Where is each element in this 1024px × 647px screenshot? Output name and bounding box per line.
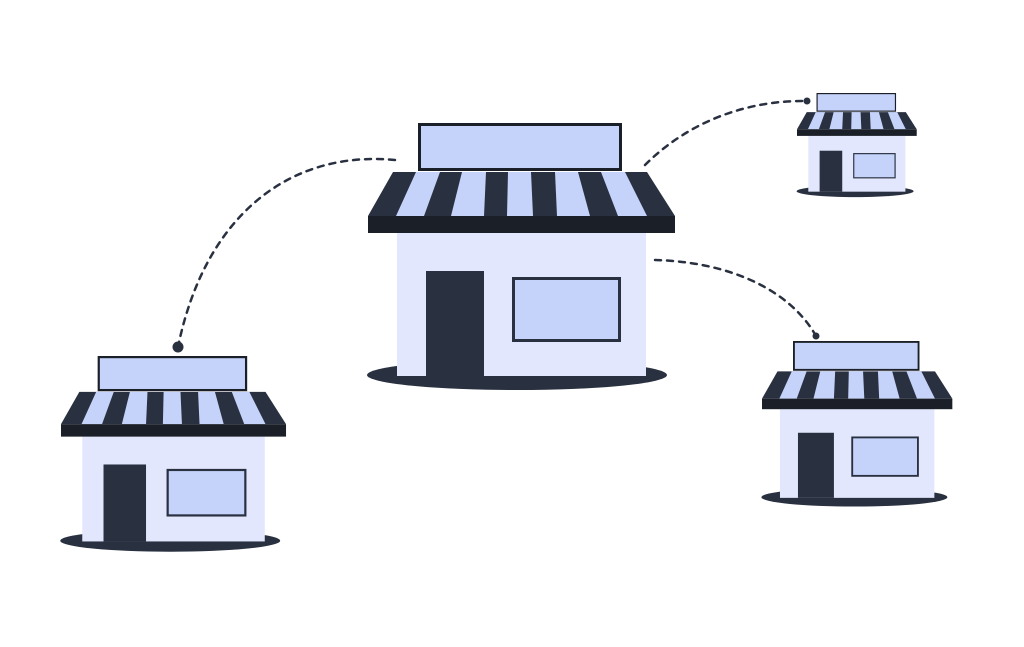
awning-stripe	[555, 172, 590, 216]
left-store	[60, 356, 287, 552]
awning-stripe	[779, 371, 807, 399]
awning-band	[61, 424, 287, 437]
door	[103, 464, 147, 542]
connector-central-to-left	[176, 157, 397, 349]
awning-stripe	[507, 172, 533, 216]
awning-stripe	[231, 391, 266, 425]
awning-stripe	[829, 112, 844, 130]
store-sign	[816, 93, 897, 112]
connector-central-to-bottom-right	[653, 258, 818, 338]
store-sign	[418, 123, 622, 171]
awning-stripe	[813, 371, 836, 399]
shop-window	[512, 277, 621, 342]
awning-stripe	[807, 112, 826, 130]
awning-stripe	[869, 112, 884, 130]
connector-central-to-top-right	[643, 99, 809, 167]
store-sign	[97, 356, 248, 392]
awning-band	[797, 129, 917, 136]
awning-stripe	[198, 391, 224, 425]
door	[426, 271, 484, 376]
shop-window	[166, 468, 247, 517]
awning-stripe	[121, 391, 148, 425]
awning-stripe	[162, 391, 182, 425]
bottom-right-store	[761, 341, 953, 507]
awning-band	[762, 398, 953, 410]
connector-dots	[172, 97, 820, 353]
door	[797, 432, 834, 498]
awning-stripe	[396, 172, 440, 216]
connector-dot-bottom-right	[812, 332, 820, 340]
awning-stripe	[848, 371, 865, 399]
awning-stripe	[906, 371, 935, 399]
connector-dot-top-right	[803, 97, 811, 105]
top-right-store	[796, 93, 917, 198]
awning-band	[368, 216, 675, 233]
awning-stripe	[851, 112, 862, 130]
awning-stripe	[877, 371, 900, 399]
store-sign	[793, 341, 920, 371]
connectors	[176, 99, 818, 349]
door	[819, 150, 843, 192]
connector-dot-left	[172, 341, 184, 353]
awning-stripe	[601, 172, 647, 216]
central-store	[367, 123, 675, 390]
shop-window	[853, 153, 896, 179]
shop-window	[851, 436, 919, 477]
awning-stripe	[451, 172, 486, 216]
awning-stripe	[887, 112, 906, 130]
awning-stripe	[81, 391, 114, 425]
